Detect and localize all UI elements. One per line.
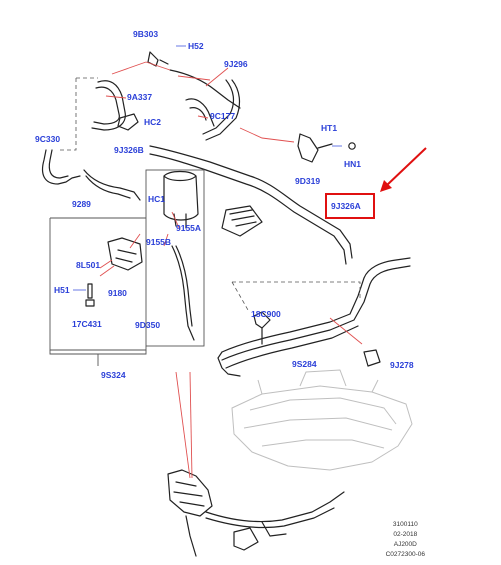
label-9C177: 9C177 [210, 111, 235, 121]
nut-HN1 [348, 142, 356, 150]
label-H52: H52 [188, 41, 204, 51]
label-9289: 9289 [72, 199, 91, 209]
canister-9155A [163, 170, 199, 221]
fastener-17C431 [85, 299, 95, 307]
bracket-9B303 [147, 51, 159, 67]
label-9D350: 9D350 [135, 320, 160, 330]
clip-9J278 [363, 349, 381, 367]
label-8L501: 8L501 [76, 260, 100, 270]
part-labels: 9B303 H52 9J296 9A337 9C330 HC2 9C177 9J… [35, 29, 414, 380]
label-9S284: 9S284 [292, 359, 317, 369]
label-17C431: 17C431 [72, 319, 102, 329]
harness-assembly [167, 469, 213, 517]
label-HT1: HT1 [321, 123, 337, 133]
canister-9J326A [221, 205, 263, 237]
fastener-H51 [87, 283, 93, 299]
label-9J326B: 9J326B [114, 145, 144, 155]
label-9J296: 9J296 [224, 59, 248, 69]
clip-HC2 [117, 113, 139, 131]
label-18C900: 18C900 [251, 309, 281, 319]
leader-lines [99, 61, 363, 479]
label-HN1: HN1 [344, 159, 361, 169]
clip-18C900 [253, 311, 271, 329]
label-9D319: 9D319 [295, 176, 320, 186]
pointer-arrow [380, 147, 427, 192]
footer-line4: C0272300-06 [385, 551, 425, 558]
label-9155A: 9155A [176, 223, 201, 233]
highlight-box [325, 193, 375, 219]
diagram-footer: 3100110 02-2018 AJ200D C0272300-06 [386, 520, 425, 560]
label-9155B: 9155B [146, 237, 171, 247]
label-9A337: 9A337 [127, 92, 152, 102]
label-H51: H51 [54, 285, 70, 295]
label-9J326A: 9J326A [331, 201, 361, 211]
footer-line2: 02-2018 [393, 531, 418, 538]
label-9S324: 9S324 [101, 370, 126, 380]
footer-line1: 3100110 [392, 521, 418, 528]
sub-assembly-frame-9S324 [49, 217, 147, 351]
bracket-9180 [107, 237, 143, 271]
label-HC1: HC1 [148, 194, 165, 204]
bracket-HT1 [297, 133, 319, 163]
label-9180: 9180 [108, 288, 127, 298]
label-HC2: HC2 [144, 117, 161, 127]
sub-assembly-frame-9155 [145, 169, 205, 347]
fuel-tank-outline [231, 385, 413, 471]
label-9J278: 9J278 [390, 360, 414, 370]
label-9B303: 9B303 [133, 29, 158, 39]
label-9C330: 9C330 [35, 134, 60, 144]
footer-line3: AJ200D [393, 541, 417, 548]
